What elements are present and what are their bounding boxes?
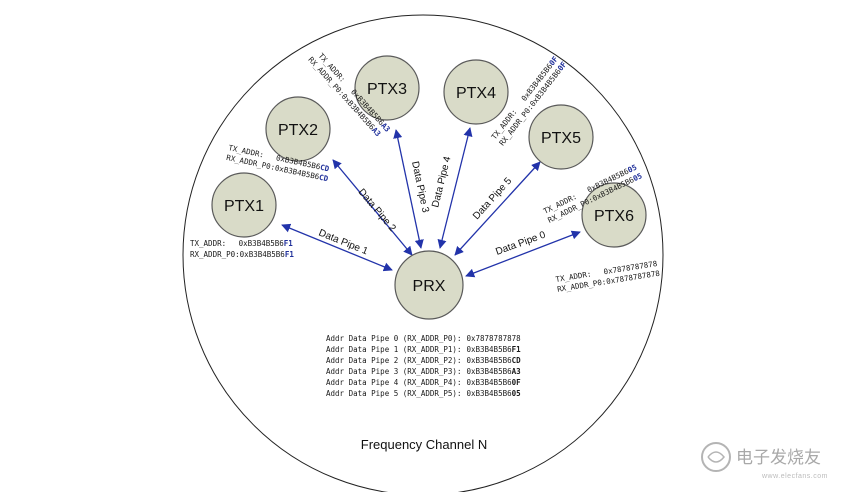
ptx2-tx-suffix: CD xyxy=(319,163,330,174)
node-ptx5: PTX5 xyxy=(528,104,594,170)
pipe-label-0: Data Pipe 0 xyxy=(494,229,547,257)
node-label-ptx4: PTX4 xyxy=(456,85,496,102)
ptx1-address-block: TX_ADDR: 0xB3B4B5B6F1 RX_ADDR_P0:0xB3B4B… xyxy=(190,239,294,259)
pipe-arrow-1 xyxy=(281,223,393,272)
address-table: Addr Data Pipe 0 (RX_ADDR_P0):0x78787878… xyxy=(326,334,521,398)
table-row: Addr Data Pipe 5 (RX_ADDR_P5):0xB3B4B5B6… xyxy=(326,389,521,398)
table-row: Addr Data Pipe 4 (RX_ADDR_P4):0xB3B4B5B6… xyxy=(326,378,521,387)
ptx1-tx-suffix: F1 xyxy=(284,239,294,248)
frequency-channel-circle xyxy=(182,14,664,492)
pipe-label-4: Data Pipe 4 xyxy=(430,155,453,209)
table-row: Addr Data Pipe 3 (RX_ADDR_P3):0xB3B4B5B6… xyxy=(326,367,521,376)
watermark-brand: 电子发烧友 xyxy=(736,448,821,468)
node-ptx2: PTX2 xyxy=(265,96,331,162)
node-label-prx: PRX xyxy=(413,278,446,295)
data-pipe-arrows xyxy=(281,127,581,278)
pipe-label-5: Data Pipe 5 xyxy=(471,175,514,222)
node-label-ptx2: PTX2 xyxy=(278,122,318,139)
table-row: Addr Data Pipe 1 (RX_ADDR_P1):0xB3B4B5B6… xyxy=(326,345,521,354)
frequency-channel-caption: Frequency Channel N xyxy=(361,437,487,452)
table-row: Addr Data Pipe 0 (RX_ADDR_P0):0x78787878… xyxy=(326,334,521,343)
ptx6-address-block: TX_ADDR: 0x7878787878 RX_ADDR_P0:0x78787… xyxy=(555,259,661,294)
ptx1-rx-label: RX_ADDR_P0: xyxy=(190,250,240,259)
pipe-arrow-0 xyxy=(465,230,581,278)
pipe-label-2: Data Pipe 2 xyxy=(356,187,398,234)
ptx5-rx-suffix: 05 xyxy=(632,171,644,183)
node-ptx4: PTX4 xyxy=(443,59,509,125)
svg-text:RX_ADDR_P0:0xB3B4B5B6F1: RX_ADDR_P0:0xB3B4B5B6F1 xyxy=(190,250,294,259)
node-ptx3: PTX3 xyxy=(354,55,420,121)
watermark-logo-icon xyxy=(701,442,731,472)
ptx1-tx-base: 0xB3B4B5B6 xyxy=(239,239,285,248)
node-ptx6: PTX6 xyxy=(581,182,647,248)
ptx5-tx-suffix: 05 xyxy=(626,163,638,175)
node-label-ptx6: PTX6 xyxy=(594,208,634,225)
table-row: Addr Data Pipe 2 (RX_ADDR_P2):0xB3B4B5B6… xyxy=(326,356,521,365)
watermark: 电子发烧友 www.elecfans.com xyxy=(701,442,828,480)
node-ptx1: PTX1 xyxy=(211,172,277,238)
node-label-ptx5: PTX5 xyxy=(541,130,581,147)
node-prx: PRX xyxy=(394,250,464,320)
node-label-ptx1: PTX1 xyxy=(224,198,264,215)
svg-text:TX_ADDR: 0xB3B4B5B6F1: TX_ADDR: 0xB3B4B5B6F1 xyxy=(190,239,293,248)
ptx1-rx-base: 0xB3B4B5B6 xyxy=(240,250,286,259)
ptx1-tx-label: TX_ADDR: xyxy=(190,239,226,248)
ptx1-rx-suffix: F1 xyxy=(285,250,295,259)
pipe-arrow-3 xyxy=(393,129,424,249)
watermark-url: www.elecfans.com xyxy=(761,473,828,480)
node-label-ptx3: PTX3 xyxy=(367,81,407,98)
ptx2-rx-suffix: CD xyxy=(318,173,329,184)
